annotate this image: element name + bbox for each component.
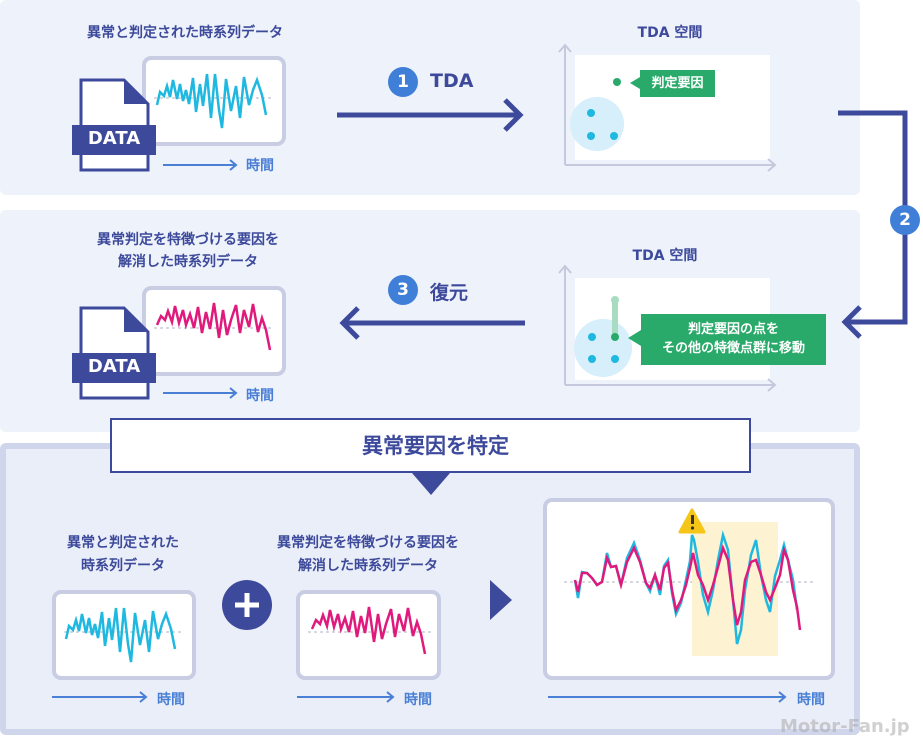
anomalous-series-line xyxy=(155,73,268,129)
left-title-line1: 異常と判定された xyxy=(67,535,179,551)
time-label: 時間 xyxy=(246,158,274,174)
identify-banner-text: 異常要因を特定 xyxy=(362,434,509,458)
data-file-icon xyxy=(72,78,156,172)
tda-space-plot xyxy=(558,43,777,172)
time-label: 時間 xyxy=(246,388,274,404)
factor-label: 判定要因 xyxy=(640,70,715,97)
doc-label: DATA xyxy=(87,128,141,149)
time-label: 時間 xyxy=(797,692,825,708)
watermark: Motor-Fan.jp xyxy=(780,716,910,737)
move-label-line2: その他の特徴点群に移動 xyxy=(661,341,805,356)
step-3-badge: 3 xyxy=(388,275,418,305)
source-title: 異常と判定された時系列データ xyxy=(87,25,283,41)
tda-space-title: TDA 空間 xyxy=(632,248,698,264)
data-file-icon xyxy=(72,306,156,400)
anomalous-series-line xyxy=(64,607,177,663)
tda-space-title: TDA 空間 xyxy=(637,25,703,41)
time-arrow xyxy=(52,159,787,703)
time-label: 時間 xyxy=(157,692,185,708)
move-label-line1: 判定要因の点を xyxy=(687,322,779,337)
source-title-line1: 異常判定を特徴づける要因を xyxy=(97,232,279,248)
corrected-series-line xyxy=(155,302,272,351)
warning-icon xyxy=(678,508,706,534)
doc-label: DATA xyxy=(87,356,141,377)
left-title-line2: 時系列データ xyxy=(81,558,165,574)
source-title-line2: 解消した時系列データ xyxy=(118,254,258,270)
play-arrow-icon xyxy=(490,580,512,620)
identify-banner xyxy=(110,418,751,473)
step-1-label: TDA xyxy=(430,70,474,92)
step-1-badge: 1 xyxy=(388,67,418,97)
magenta-series-chart xyxy=(142,286,286,376)
move-label: 判定要因の点を その他の特徴点群に移動 xyxy=(641,314,826,365)
corrected-series-line xyxy=(310,606,427,655)
time-label: 時間 xyxy=(404,692,432,708)
mid-title-line2: 解消した時系列データ xyxy=(298,558,438,574)
overlay-magenta-line xyxy=(573,544,802,631)
mid-magenta-chart xyxy=(296,590,441,680)
mid-title-line1: 異常判定を特徴づける要因を xyxy=(277,535,459,551)
step-3-label: 復元 xyxy=(430,282,469,304)
step-2-badge: 2 xyxy=(890,205,920,235)
